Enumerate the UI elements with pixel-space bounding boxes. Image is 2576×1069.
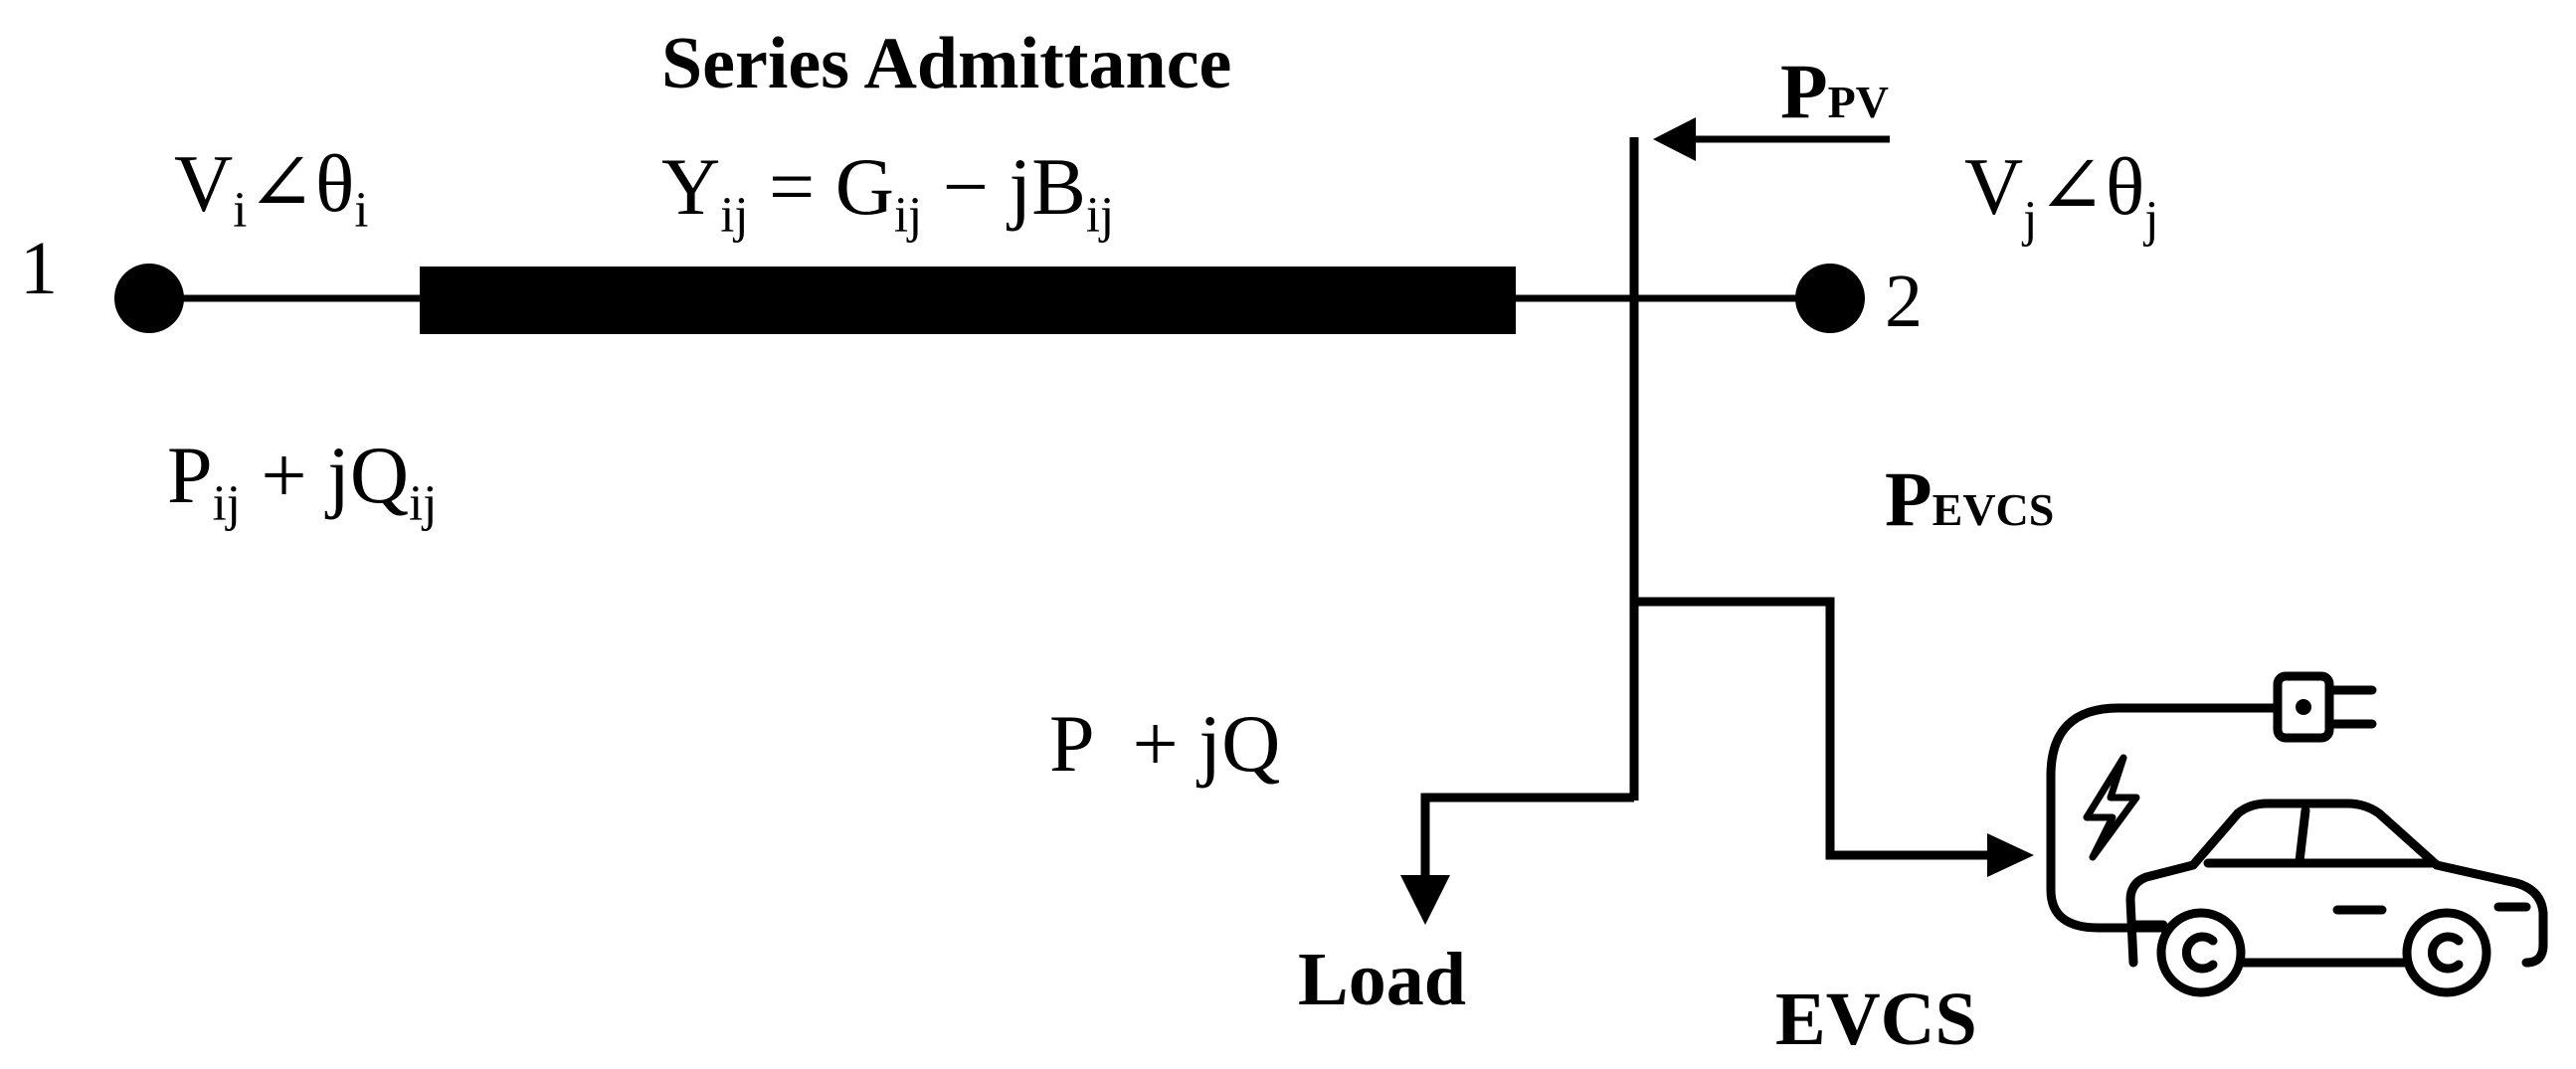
bus-1-node: [114, 264, 184, 333]
evcs-label: EVCS: [1775, 978, 1977, 1061]
evcs-power-label: PEVCS: [1885, 455, 2054, 542]
voltage-j-label: Vj∠θj: [1964, 141, 2158, 247]
load-branch: [1420, 793, 1634, 880]
bus-2-feeder: [1400, 117, 2034, 925]
car-hub-front: [2181, 932, 2218, 974]
bus-2-number: 2: [1885, 260, 1923, 343]
load-power-label: P + jQ: [1049, 698, 1280, 789]
bus-2-node: [1795, 264, 1865, 333]
car-body: [2125, 799, 2548, 968]
power-flow-label: Pij + jQij: [167, 430, 437, 531]
charger-outline: [2046, 703, 2293, 933]
series-admittance-title: Series Admittance: [661, 23, 1231, 104]
load-arrow-head: [1400, 875, 1450, 925]
car-wheel-rear: [2402, 908, 2491, 997]
evcs-arrow-head: [1987, 833, 2034, 877]
evcs-branch: [1634, 597, 1989, 860]
plug-hole: [2296, 699, 2311, 715]
load-label: Load: [1298, 938, 1466, 1021]
car-hub-rear: [2427, 932, 2464, 974]
transmission-line: [114, 264, 1865, 334]
lightning-bolt: [2083, 754, 2140, 861]
car-wheel-front: [2156, 908, 2246, 997]
car-window-divider: [2295, 805, 2310, 866]
pv-arrow-head: [1653, 117, 1696, 161]
voltage-i-label: Vi∠θi: [174, 138, 368, 238]
bus-1-number: 1: [20, 227, 58, 310]
series-admittance-block: [420, 267, 1516, 334]
pv-power-label: PPV: [1780, 48, 1889, 134]
ev-charging-station-icon: [2046, 671, 2548, 997]
admittance-equation: Yij = Gij − jBij: [661, 141, 1114, 243]
